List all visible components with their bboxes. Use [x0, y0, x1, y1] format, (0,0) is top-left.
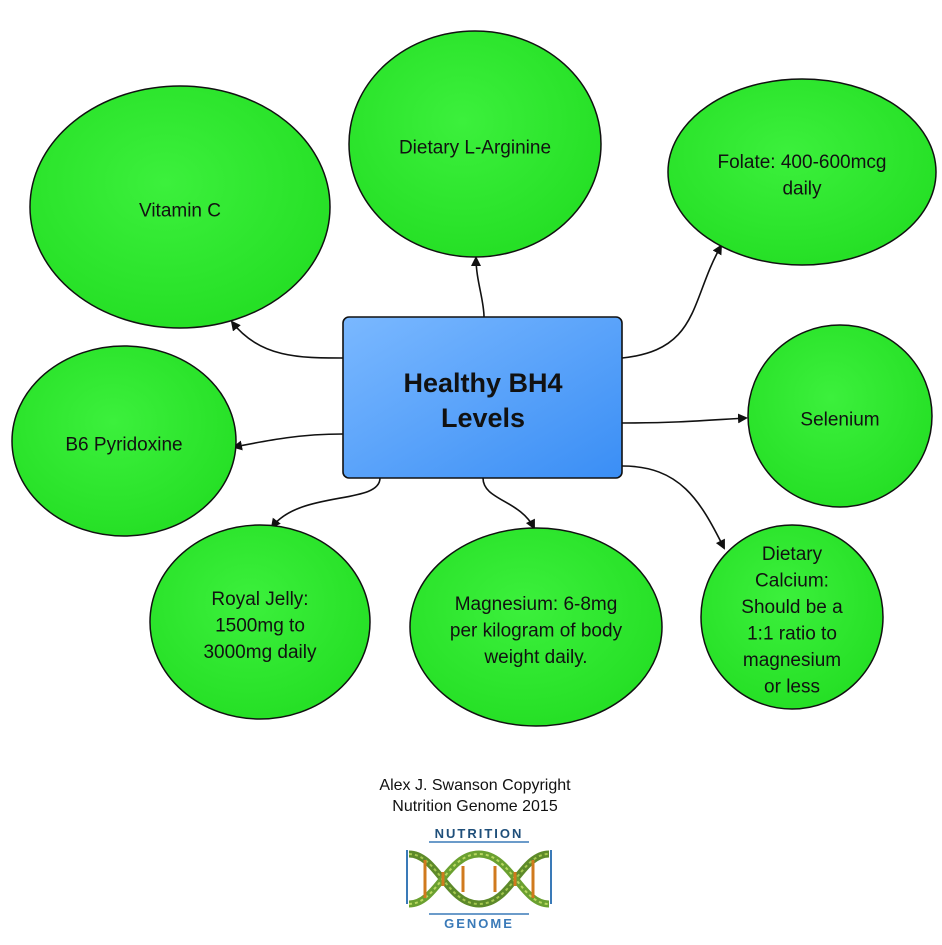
- node-calcium-line: or less: [764, 677, 820, 698]
- node-royal-jelly: Royal Jelly: 1500mg to 3000mg daily: [149, 524, 371, 720]
- node-calcium-line: Calcium:: [755, 571, 829, 592]
- node-folate: Folate: 400-600mcg daily: [667, 78, 937, 266]
- node-royal-jelly-label: Royal Jelly: 1500mg to 3000mg daily: [203, 589, 317, 663]
- node-calcium-line: magnesium: [743, 650, 841, 671]
- node-b6-line: B6 Pyridoxine: [65, 434, 182, 455]
- connector-vitamin-c: [230, 320, 344, 359]
- node-folate-line: daily: [782, 179, 822, 200]
- connectors: [230, 244, 748, 550]
- node-vitamin-c-line: Vitamin C: [139, 200, 221, 221]
- node-vitamin-c-label: Vitamin C: [139, 200, 221, 221]
- center-node-line: Healthy BH4: [403, 368, 562, 398]
- node-calcium-line: 1:1 ratio to: [747, 624, 837, 645]
- node-selenium-line: Selenium: [800, 409, 879, 430]
- node-selenium-label: Selenium: [800, 409, 879, 430]
- connector-magnesium: [482, 477, 535, 530]
- logo-top-text: NUTRITION: [435, 826, 524, 841]
- node-selenium: Selenium: [747, 324, 933, 508]
- logo-bottom-text: GENOME: [444, 916, 514, 931]
- connector-selenium: [621, 413, 748, 424]
- node-calcium-line: Should be a: [741, 597, 843, 618]
- node-l-arginine-label: Dietary L-Arginine: [399, 137, 551, 158]
- center-node-line: Levels: [441, 403, 525, 433]
- node-magnesium-line: weight daily.: [483, 647, 587, 668]
- node-l-arginine-line: Dietary L-Arginine: [399, 137, 551, 158]
- node-magnesium-line: per kilogram of body: [450, 620, 623, 641]
- node-folate-label: Folate: 400-600mcg daily: [718, 152, 887, 200]
- node-l-arginine: Dietary L-Arginine: [348, 30, 602, 258]
- connector-calcium: [621, 465, 725, 550]
- connector-b6: [232, 433, 344, 451]
- node-magnesium: Magnesium: 6-8mg per kilogram of body weig…: [409, 527, 663, 727]
- node-royal-jelly-line: 3000mg daily: [203, 642, 317, 663]
- node-royal-jelly-line: 1500mg to: [215, 615, 305, 636]
- footer-copyright: Alex J. Swanson Copyright: [379, 777, 571, 794]
- node-calcium-line: Dietary: [762, 544, 823, 565]
- node-vitamin-c: Vitamin C: [29, 85, 331, 329]
- node-magnesium-label: Magnesium: 6-8mg per kilogram of body weig…: [450, 594, 623, 668]
- connector-l-arginine: [471, 256, 485, 318]
- footer-company: Nutrition Genome 2015: [392, 798, 558, 815]
- node-b6-label: B6 Pyridoxine: [65, 434, 182, 455]
- node-folate-line: Folate: 400-600mcg: [718, 152, 887, 173]
- nutrition-genome-logo: NUTRITION GENOME: [406, 826, 552, 931]
- node-royal-jelly-line: Royal Jelly:: [211, 589, 308, 610]
- connector-royal-jelly: [270, 477, 381, 529]
- node-b6: B6 Pyridoxine: [11, 345, 237, 537]
- connector-folate: [621, 244, 722, 359]
- node-magnesium-line: Magnesium: 6-8mg: [455, 594, 618, 615]
